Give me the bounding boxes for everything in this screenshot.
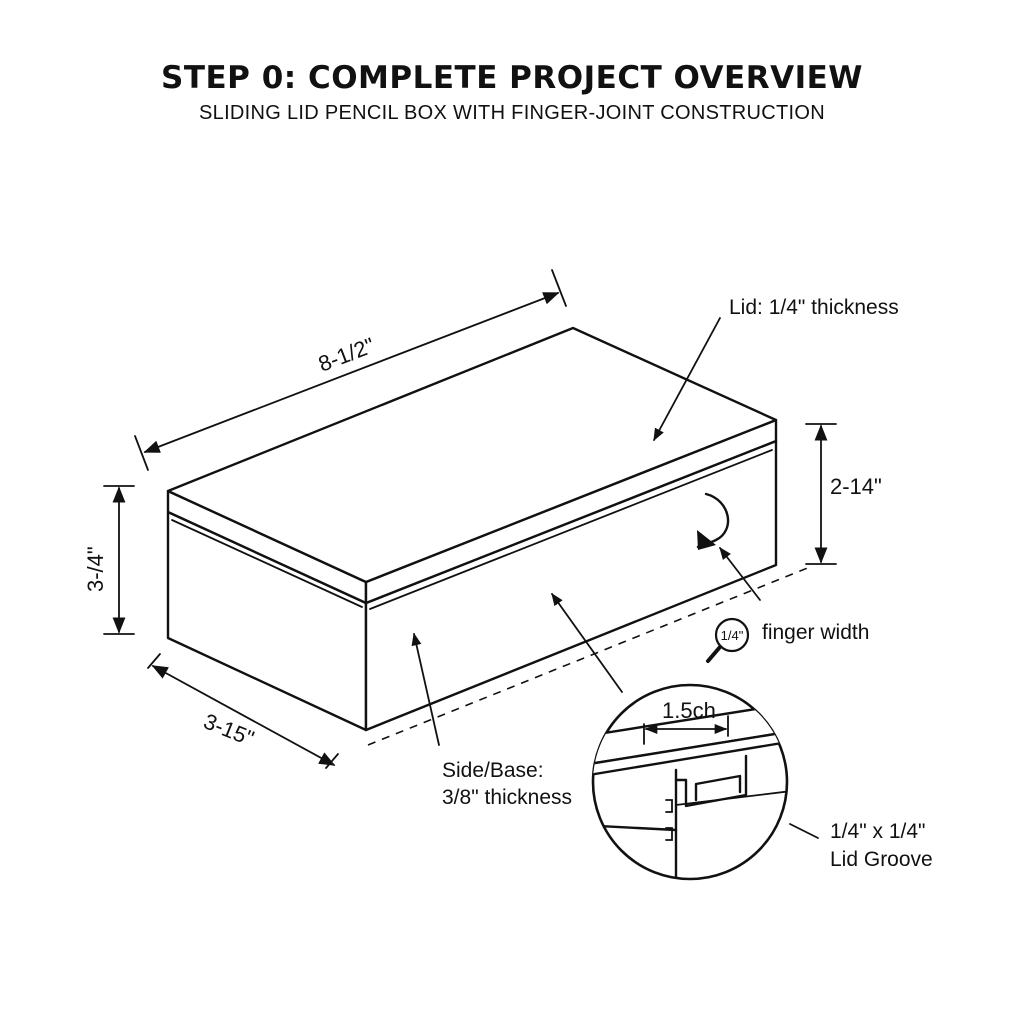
dim-height-right: 2-14" xyxy=(805,423,882,565)
detail-dim-label: 1.5ch xyxy=(662,698,716,723)
pencil-box-drawing xyxy=(166,326,811,746)
lid-callout: Lid: 1/4" thickness xyxy=(653,296,899,442)
dim-height-left-label: 3-/4" xyxy=(83,546,108,592)
finger-width-label: finger width xyxy=(762,621,869,644)
finger-width-callout: 1/4" finger width xyxy=(706,547,869,663)
side-base-label-2: 3/8" thickness xyxy=(442,786,572,809)
finger-pull-arrow-icon xyxy=(696,492,730,550)
finger-badge-label: 1/4" xyxy=(721,628,744,643)
baseline-dashed xyxy=(367,566,811,746)
magnifier-icon xyxy=(706,617,750,663)
dim-width-label: 3-15" xyxy=(200,708,257,751)
lid-callout-label: Lid: 1/4" thickness xyxy=(729,296,899,319)
side-base-label-1: Side/Base: xyxy=(442,759,544,782)
dim-length-label: 8-1/2" xyxy=(315,333,378,377)
page-subtitle: SLIDING LID PENCIL BOX WITH FINGER-JOINT… xyxy=(199,102,825,124)
dim-height-right-label: 2-14" xyxy=(830,474,882,499)
dim-height-left: 3-/4" xyxy=(83,485,135,635)
side-base-callout: Side/Base: 3/8" thickness xyxy=(411,592,623,809)
lid-groove-line xyxy=(171,519,363,608)
detail-magnified-view: 1.5ch xyxy=(591,683,789,881)
groove-label-2: Lid Groove xyxy=(830,848,933,871)
page-title: STEP 0: COMPLETE PROJECT OVERVIEW xyxy=(161,60,863,96)
groove-label-1: 1/4" x 1/4" xyxy=(830,820,925,843)
groove-callout: 1/4" x 1/4" Lid Groove xyxy=(789,820,933,871)
